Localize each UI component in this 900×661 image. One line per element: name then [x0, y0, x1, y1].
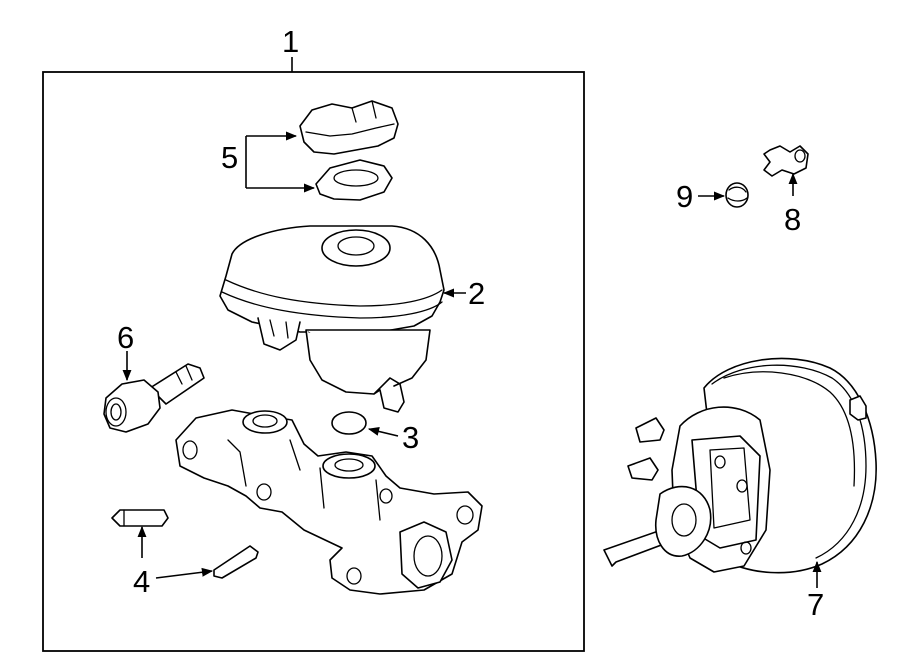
- callout-5: 5: [221, 140, 238, 175]
- callout-2: 2: [468, 276, 485, 311]
- master-cylinder-body: [175, 409, 483, 595]
- brake-booster: [603, 357, 877, 574]
- reservoir-cap: [299, 100, 399, 155]
- callout-1: 1: [282, 24, 299, 59]
- check-valve: [763, 145, 809, 177]
- callout-4-leader-b: [155, 567, 214, 579]
- callout-3: 3: [402, 420, 419, 455]
- callout-3-leader: [367, 427, 399, 437]
- callout-4: 4: [133, 564, 150, 599]
- callout-7: 7: [807, 587, 824, 622]
- fluid-reservoir: [219, 225, 445, 413]
- o-ring: [331, 411, 367, 435]
- pin-small: [213, 545, 259, 579]
- assembly-frame: [42, 71, 585, 652]
- callout-9: 9: [676, 179, 693, 214]
- level-sensor: [103, 363, 205, 433]
- pin-large: [111, 509, 169, 527]
- grommet: [725, 182, 749, 208]
- reservoir-seal: [315, 159, 393, 201]
- callout-6: 6: [117, 320, 134, 355]
- callout-8: 8: [784, 202, 801, 237]
